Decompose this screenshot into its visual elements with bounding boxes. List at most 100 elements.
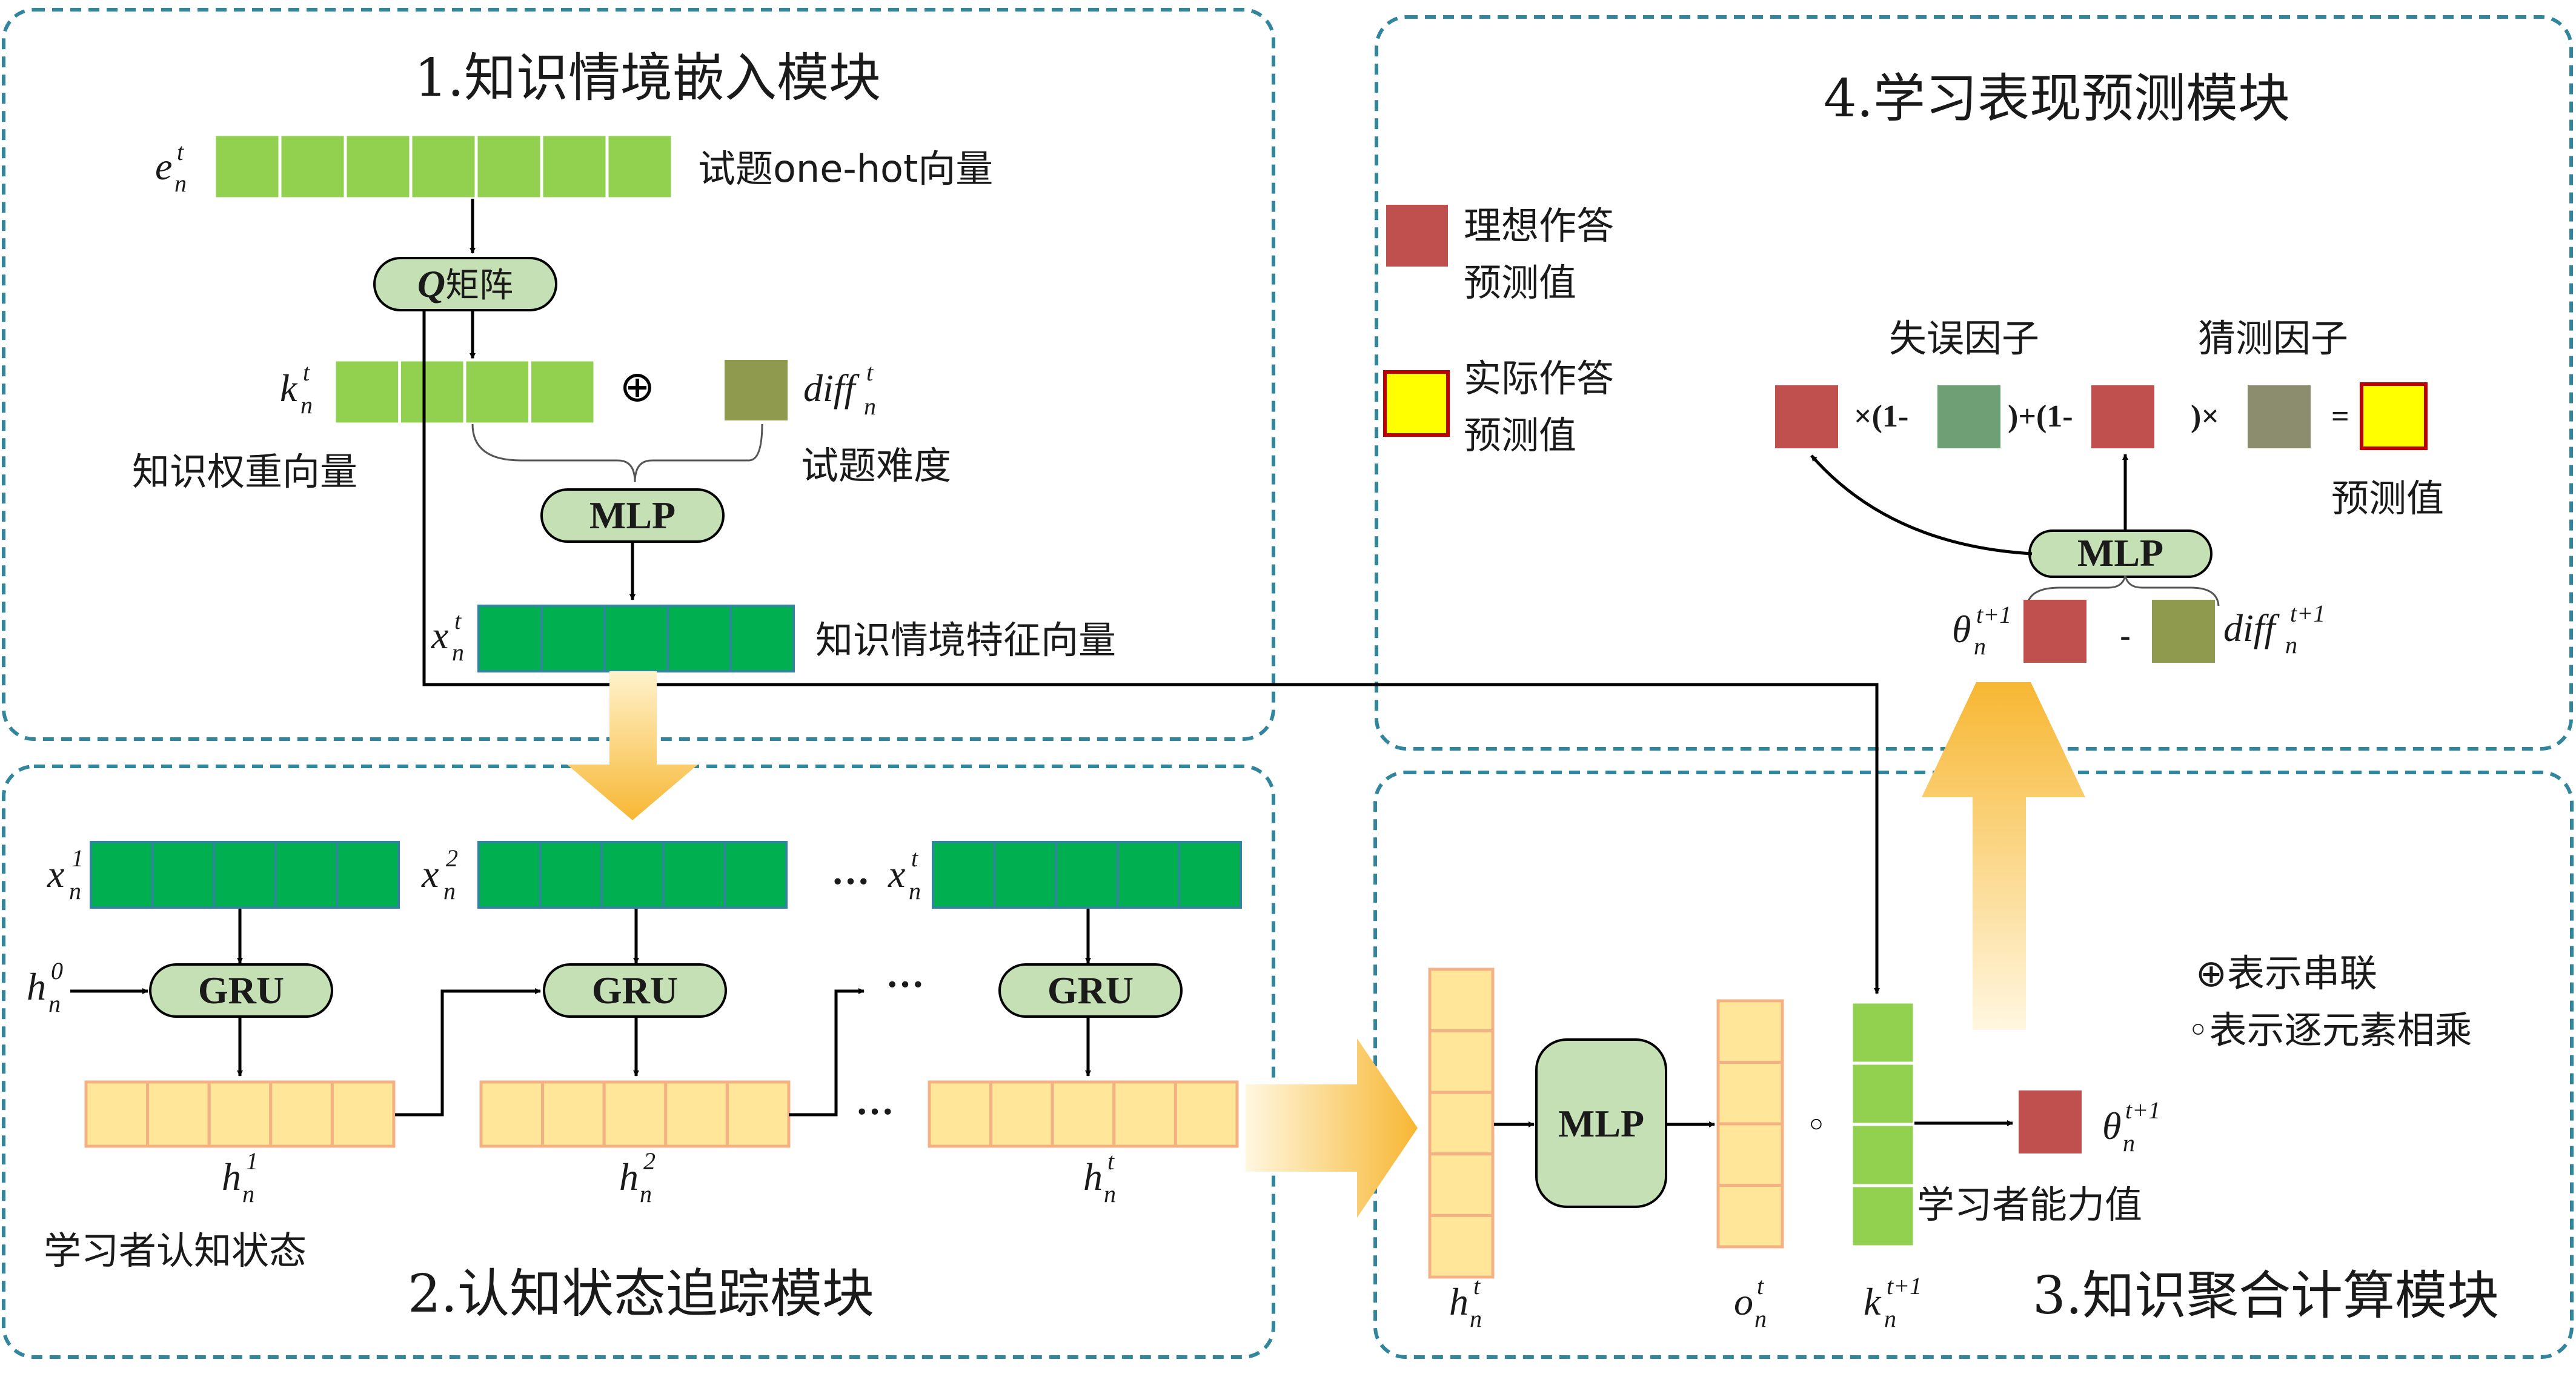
ability-cell <box>2019 1090 2082 1153</box>
recurrent-h1-to-gru2 <box>395 988 541 1117</box>
vector-cell <box>146 1080 211 1148</box>
svg-text:t: t <box>911 845 918 872</box>
formula-part-2: )+(1- <box>2008 399 2073 434</box>
vector-cell <box>151 841 216 909</box>
svg-text:t: t <box>1107 1147 1115 1175</box>
svg-text:x: x <box>47 852 64 895</box>
legend-hadamard: ◦表示逐元素相乘 <box>2187 1008 2472 1052</box>
svg-text:h: h <box>619 1155 639 1198</box>
vector-cell <box>528 358 597 426</box>
vector-cell <box>207 1080 273 1148</box>
vector-cell <box>336 841 400 909</box>
svg-text:x: x <box>421 852 439 895</box>
svg-text:h: h <box>222 1155 241 1198</box>
hidden-vector-t <box>928 1080 1239 1148</box>
legend-actual-label-2: 预测值 <box>1464 413 1576 457</box>
predicted-label: 预测值 <box>2331 476 2444 520</box>
vector-cell <box>1428 1029 1495 1094</box>
formula-ideal-1 <box>1775 385 1838 448</box>
var-k-n-t1: k t+1 n <box>1864 1272 1922 1332</box>
svg-text:n: n <box>48 990 61 1017</box>
gru-node-2: GRU <box>543 963 727 1018</box>
svg-text:n: n <box>2123 1129 2135 1157</box>
vector-cell <box>928 1080 993 1148</box>
svg-text:n: n <box>2285 631 2297 659</box>
legend-actual-label-1: 实际作答 <box>1464 356 1614 400</box>
vector-cell <box>477 841 542 909</box>
var-diff-n-t1: diff t+1 n <box>2223 600 2325 659</box>
formula-ideal-2 <box>2091 385 2154 448</box>
vector-cell <box>666 605 732 672</box>
var-h-n-t: h t n <box>1083 1147 1116 1207</box>
onehot-vector <box>213 133 674 201</box>
vector-cell <box>605 133 674 201</box>
mlp-node-module1: MLP <box>540 488 725 543</box>
vector-cell <box>269 1080 334 1148</box>
formula-part-3: )× <box>2191 399 2219 434</box>
var-x-n-t: x t n <box>431 607 464 666</box>
recurrent-h2-to-next <box>789 988 865 1117</box>
var-o-n-t: o t n <box>1734 1272 1767 1332</box>
svg-text:n: n <box>1974 632 1986 660</box>
vector-cell <box>330 1080 396 1148</box>
input-vector-t <box>932 841 1243 909</box>
svg-text:k: k <box>280 367 298 410</box>
svg-text:2: 2 <box>446 845 458 872</box>
svg-text:n: n <box>1104 1180 1116 1207</box>
svg-text:e: e <box>155 145 172 188</box>
vector-cell <box>398 358 466 426</box>
legend-ideal-label-2: 预测值 <box>1464 261 1576 305</box>
vector-cell <box>1850 1000 1916 1065</box>
vector-cell <box>1178 841 1243 909</box>
var-x-n-t-2: x t n <box>888 845 921 904</box>
ellipsis-gru: ··· <box>886 963 925 1006</box>
legend-concat: ⊕表示串联 <box>2196 951 2377 995</box>
var-theta-n-t1-m3: θ t+1 n <box>2102 1097 2160 1157</box>
svg-text:2: 2 <box>643 1147 656 1175</box>
svg-text:t+1: t+1 <box>1976 601 2011 628</box>
hadamard-symbol: ◦ <box>1805 1104 1827 1147</box>
vector-cell <box>463 358 531 426</box>
svg-text:GRU: GRU <box>198 969 284 1012</box>
module2-title: 2.认知状态追踪模块 <box>408 1264 874 1324</box>
svg-text:n: n <box>242 1180 254 1207</box>
svg-text:n: n <box>300 391 313 419</box>
kweight-label: 知识权重向量 <box>132 450 357 494</box>
svg-text:h: h <box>1449 1280 1469 1323</box>
svg-text:θ: θ <box>2102 1104 2121 1147</box>
var-h-n-t-m3: h t n <box>1449 1272 1482 1332</box>
svg-text:x: x <box>431 614 448 657</box>
vector-cell <box>725 1080 791 1148</box>
hidden-vector-1 <box>84 1080 396 1148</box>
vector-cell <box>1850 1184 1916 1249</box>
mlp-node-module3: MLP <box>1535 1038 1667 1208</box>
svg-text:n: n <box>1470 1305 1482 1332</box>
vector-cell <box>1051 1080 1116 1148</box>
formula-part-4: = <box>2331 399 2349 434</box>
arrow-mlp-to-ideal1 <box>1810 454 2033 556</box>
mlp-node-module4: MLP <box>2028 529 2213 578</box>
svg-text:t+1: t+1 <box>2125 1097 2160 1124</box>
vector-cell <box>1716 1122 1784 1187</box>
svg-text:1: 1 <box>246 1147 258 1175</box>
vector-cell <box>474 133 543 201</box>
var-diff-n-t: diff t n <box>803 359 876 420</box>
slip-label: 失误因子 <box>1889 316 2039 360</box>
vector-cell <box>539 841 603 909</box>
svg-text:MLP: MLP <box>1558 1102 1644 1145</box>
onehot-label: 试题one-hot向量 <box>698 147 993 191</box>
module3-title: 3.知识聚合计算模块 <box>2033 1266 2499 1326</box>
vector-cell <box>477 605 543 672</box>
vector-cell <box>602 1080 668 1148</box>
vector-cell <box>932 841 996 909</box>
vector-cell <box>540 133 609 201</box>
var-h-n-0: h 0 n <box>27 957 63 1017</box>
svg-text:o: o <box>1734 1280 1753 1323</box>
gru-node-t: GRU <box>998 963 1183 1018</box>
formula-slip <box>1937 385 2000 448</box>
vector-cell <box>213 133 282 201</box>
vector-cell <box>540 605 606 672</box>
svg-text:GRU: GRU <box>592 969 678 1012</box>
var-e-n-t: e t n <box>155 138 187 197</box>
vector-cell <box>989 1080 1054 1148</box>
